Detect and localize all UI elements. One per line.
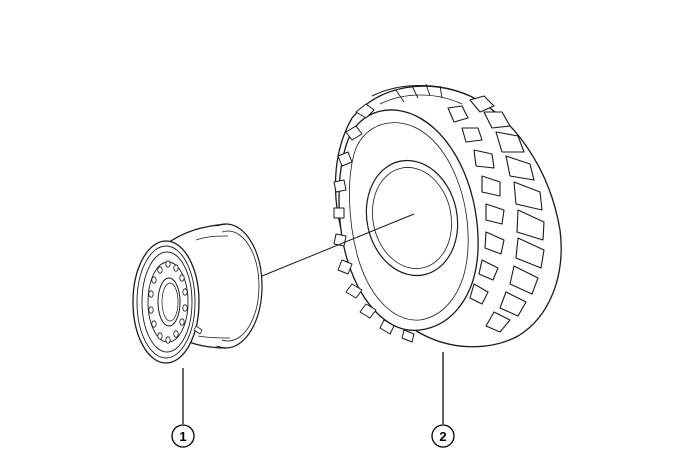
wheel-rim (132, 223, 263, 364)
callout-2-circle (431, 424, 455, 448)
callout-2-number: 2 (439, 429, 446, 444)
rim-hub-bore (157, 277, 181, 327)
tyre-bead-opening (365, 159, 459, 277)
callout-1-number: 1 (179, 429, 186, 444)
tyre-tread-lugs (447, 95, 545, 333)
rim-bolt-holes (148, 260, 188, 344)
callout-1: 1 (171, 368, 195, 448)
callout-1-circle (171, 424, 195, 448)
callout-2: 2 (431, 352, 455, 448)
assembly-axis-line (261, 213, 415, 277)
tyre (333, 83, 562, 348)
